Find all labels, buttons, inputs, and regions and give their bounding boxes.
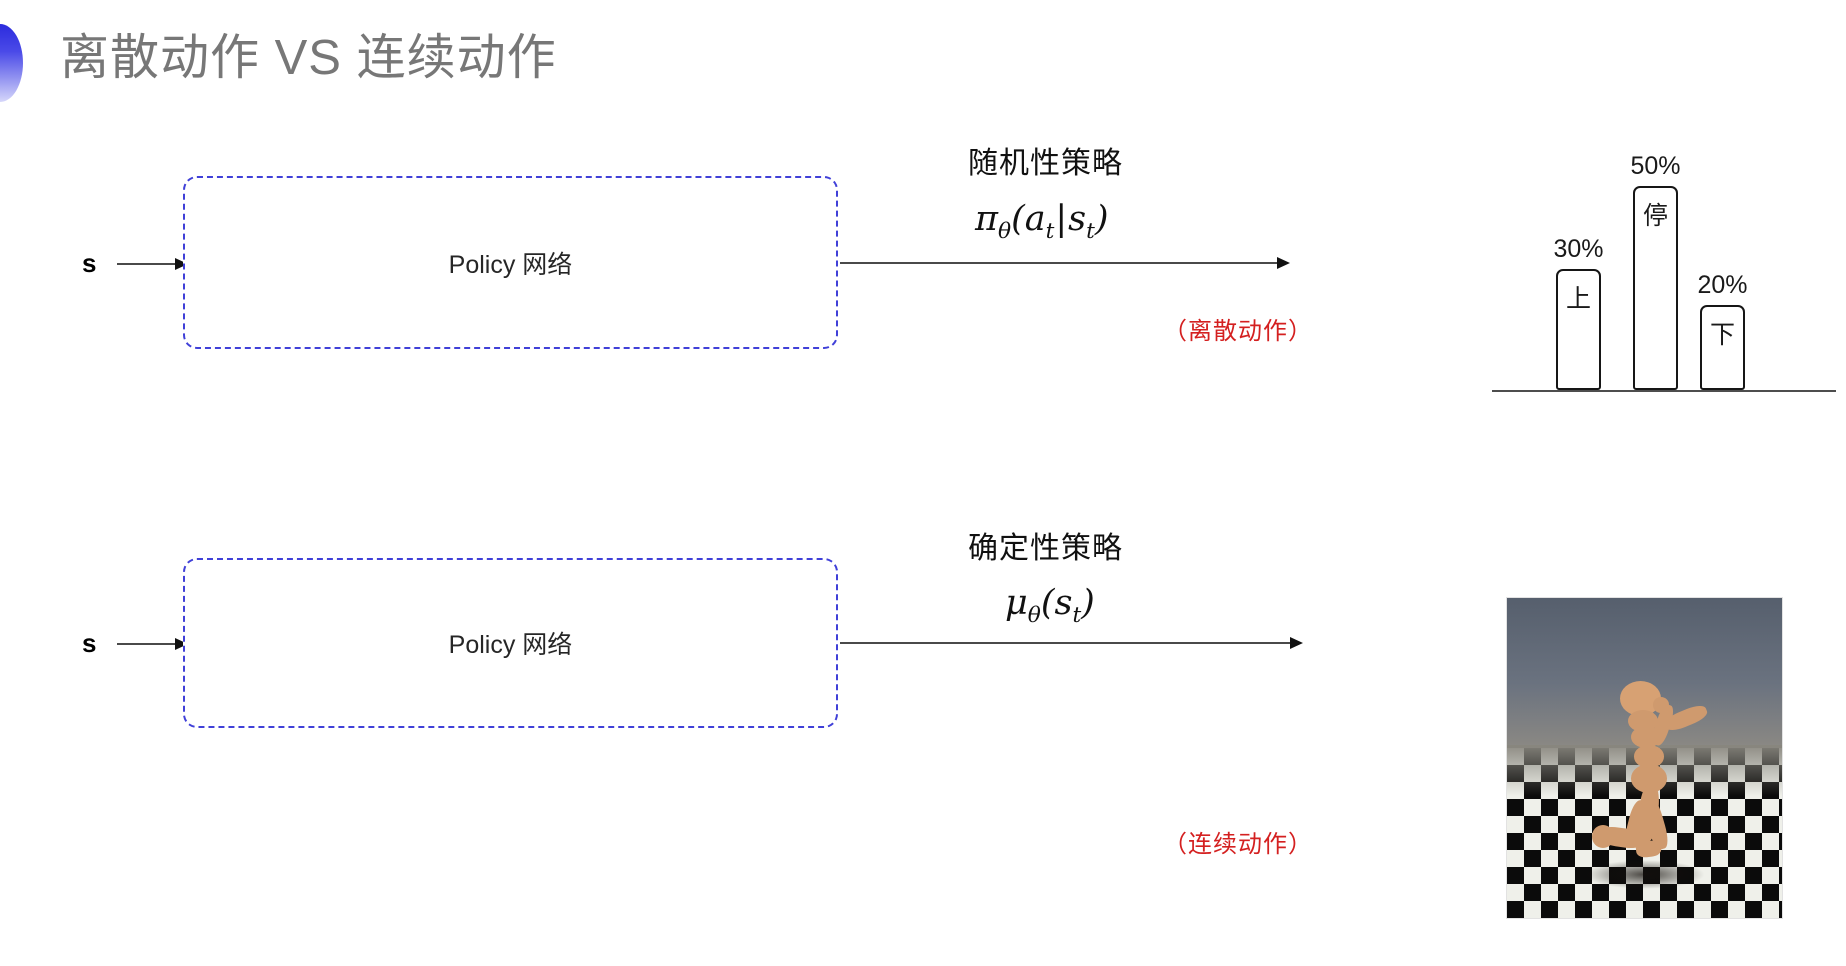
bar-category-1: 停 (1642, 202, 1669, 230)
humanoid-simulation-image (1506, 597, 1783, 919)
chart-baseline (1492, 390, 1836, 392)
discrete-action-note: （离散动作） (1163, 318, 1313, 345)
formula-close: ) (1081, 583, 1095, 623)
continuous-action-note: （连续动作） (1163, 831, 1313, 858)
bar-rect-0[interactable] (1556, 269, 1601, 390)
policy-network-label-continuous: Policy 网络 (448, 631, 573, 659)
state-input-label-discrete: s (82, 248, 97, 278)
state-input-label-continuous: s (82, 628, 97, 658)
humanoid-shadow (1584, 860, 1705, 890)
policy-network-box-discrete[interactable]: Policy 网络 (183, 176, 838, 349)
bar-group-2: 20% 下 (1697, 271, 1748, 390)
arrow-head (1290, 637, 1303, 649)
bar-rect-2[interactable] (1700, 305, 1745, 390)
page-title: 离散动作 VS 连续动作 (60, 31, 557, 85)
bar-value-0: 30% (1553, 235, 1604, 263)
bar-value-1: 50% (1630, 152, 1681, 180)
formula-pi: π (975, 199, 999, 239)
policy-to-chart-arrow (840, 257, 1292, 269)
formula-open-a: (a (1011, 199, 1046, 239)
deterministic-policy-label: 确定性策略 (968, 532, 1123, 565)
arrow-shaft (840, 262, 1280, 264)
bar-rect-1[interactable] (1633, 186, 1678, 390)
action-probability-bar-chart: 30% 上 50% 停 20% 下 (1492, 100, 1836, 392)
arrow-shaft (840, 642, 1293, 644)
policy-network-box-continuous[interactable]: Policy 网络 (183, 558, 838, 728)
formula-s: s (1068, 199, 1087, 239)
state-to-policy-arrow-continuous (117, 638, 189, 650)
arrow-shaft (117, 643, 177, 645)
arrow-head (1277, 257, 1290, 269)
formula-sub-t2: t (1086, 219, 1095, 244)
slide-header: 离散动作 VS 连续动作 (0, 18, 1846, 104)
formula-sub-t1: t (1072, 603, 1082, 628)
humanoid-knee-back (1592, 825, 1615, 848)
formula-bar: | (1055, 199, 1068, 239)
bar-group-0: 30% 上 (1553, 235, 1604, 390)
policy-to-humanoid-arrow (840, 637, 1305, 649)
formula-open-s: (s (1040, 583, 1073, 623)
formula-theta: θ (1027, 603, 1041, 628)
humanoid-waist (1633, 745, 1664, 768)
stochastic-policy-formula: πθ(at|st) (975, 199, 1108, 244)
policy-network-label-discrete: Policy 网络 (448, 250, 573, 279)
bar-value-2: 20% (1697, 271, 1748, 299)
arrow-shaft (117, 263, 177, 265)
half-circle-gradient-icon (0, 24, 23, 102)
formula-sub-t1: t (1045, 219, 1055, 244)
bar-group-1: 50% 停 (1630, 152, 1681, 390)
bar-category-0: 上 (1565, 285, 1592, 313)
state-to-policy-arrow-discrete (117, 258, 189, 270)
formula-mu: μ (1005, 583, 1028, 623)
bar-category-2: 下 (1709, 321, 1736, 349)
formula-close: ) (1094, 199, 1109, 239)
stochastic-policy-label: 随机性策略 (968, 147, 1123, 180)
deterministic-policy-formula: μθ(st) (1005, 583, 1095, 628)
formula-theta: θ (998, 219, 1012, 244)
